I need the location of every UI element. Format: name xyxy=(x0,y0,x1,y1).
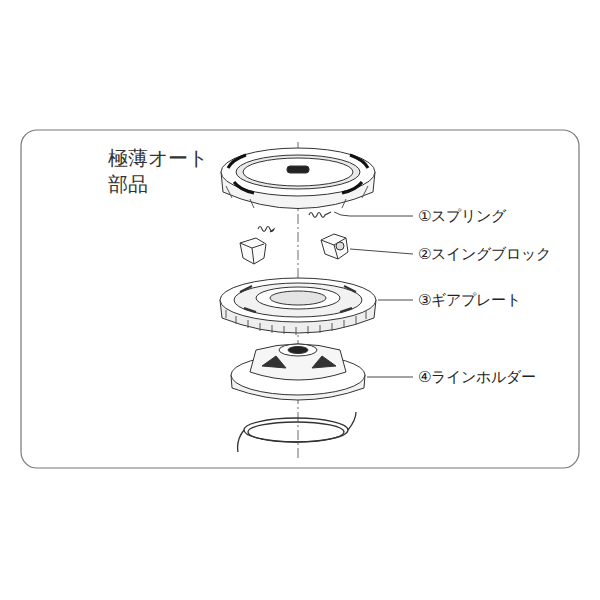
part-label: ①スプリング xyxy=(417,207,507,225)
frame xyxy=(21,130,579,468)
part-label: ③ギアプレート xyxy=(417,291,522,309)
top-cover xyxy=(221,148,375,209)
part-label: ④ラインホルダー xyxy=(417,368,537,386)
part-name: ④ラインホルダー xyxy=(417,368,537,386)
part-name: ②スイングブロック xyxy=(417,245,552,263)
trimmer-line xyxy=(238,412,356,452)
title: 極薄オート 部品 xyxy=(108,145,214,197)
part-name: ③ギアプレート xyxy=(417,291,522,309)
leader-line xyxy=(334,212,413,377)
part-label: ②スイングブロック xyxy=(417,245,552,263)
gear-plate xyxy=(220,278,376,335)
title-block: 極薄オート 部品 xyxy=(108,145,214,197)
part-name: ①スプリング xyxy=(417,207,507,225)
swing-block xyxy=(240,234,348,264)
spring xyxy=(258,212,331,232)
line-holder xyxy=(231,344,365,400)
